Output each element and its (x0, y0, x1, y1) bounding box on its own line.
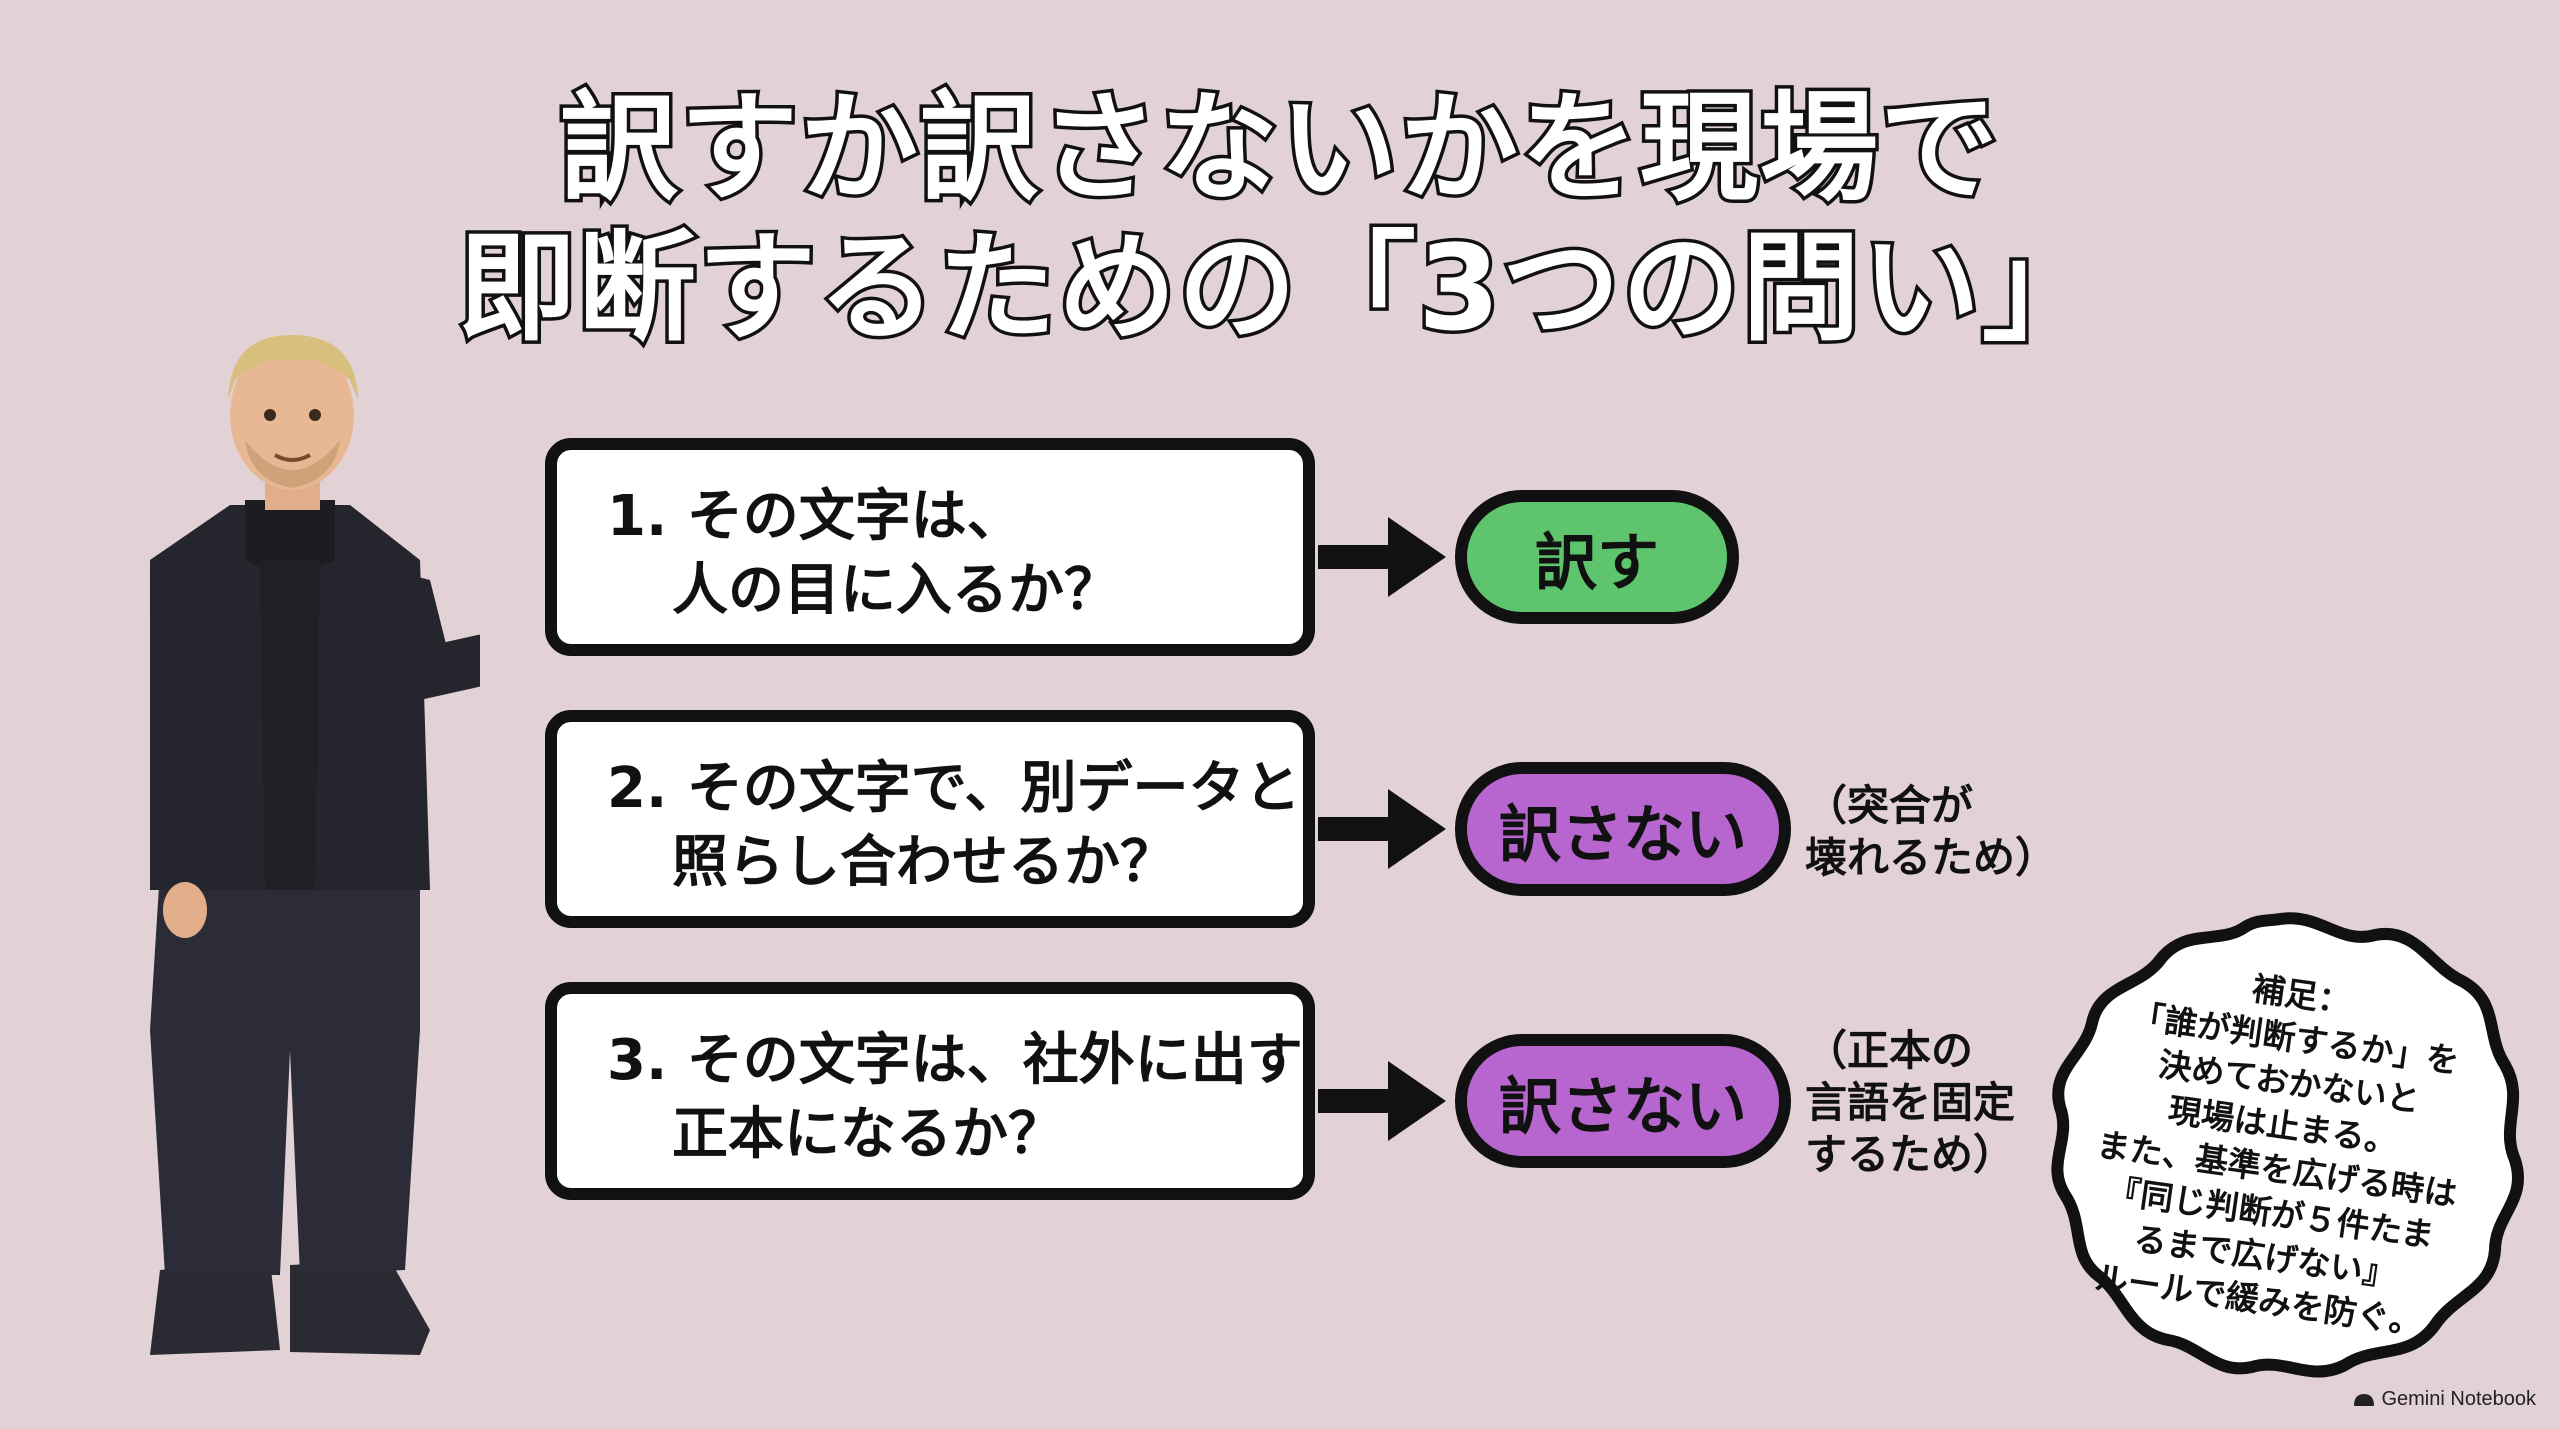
presenter-illustration (150, 335, 480, 1355)
question-1-line-1: 1. その文字は、 (607, 484, 1023, 549)
question-box-3: 3. その文字は、社外に出す 正本になるか？ (545, 982, 1315, 1200)
title-line-2: 即断するための「3つの問い」 (454, 216, 2103, 361)
result-badge-2: 訳さない (1455, 762, 1791, 896)
question-1-line-2: 人の目に入るか？ (672, 558, 1120, 623)
question-3-line-2: 正本になるか？ (672, 1102, 1064, 1167)
result-badge-1: 訳す (1455, 490, 1739, 624)
supplement-bubble (2051, 912, 2524, 1378)
reason-note-2: （突合が 壊れるため） (1805, 781, 2058, 882)
question-box-2: 2. その文字で、別データと 照らし合わせるか？ (545, 710, 1315, 928)
question-2-line-2: 照らし合わせるか？ (672, 830, 1176, 895)
question-box-1: 1. その文字は、 人の目に入るか？ (545, 438, 1315, 656)
arrow-icon (1318, 517, 1446, 597)
question-3-line-1: 3. その文字は、社外に出す (607, 1028, 1303, 1093)
question-2-line-1: 2. その文字で、別データと (607, 756, 1301, 821)
reason-note-3: （正本の 言語を固定 するため） (1805, 1026, 2016, 1179)
supplement-text: 補足： 「誰が判断するか」を 決めておかないと 現場は止まる。 また、基準を広げ… (2057, 946, 2502, 1350)
arrow-icon (1318, 1061, 1446, 1141)
brand-watermark: Gemini Notebook (2353, 1388, 2536, 1411)
result-badge-3: 訳さない (1455, 1034, 1791, 1168)
title-line-1: 訳すか訳さないかを現場で (556, 76, 2001, 221)
brand-name: Gemini Notebook (2381, 1388, 2536, 1410)
arrow-icon (1318, 789, 1446, 869)
page-title: 訳すか訳さないかを現場で 即断するための「3つの問い」 (0, 76, 2560, 361)
brand-logo-icon (2354, 1393, 2375, 1406)
